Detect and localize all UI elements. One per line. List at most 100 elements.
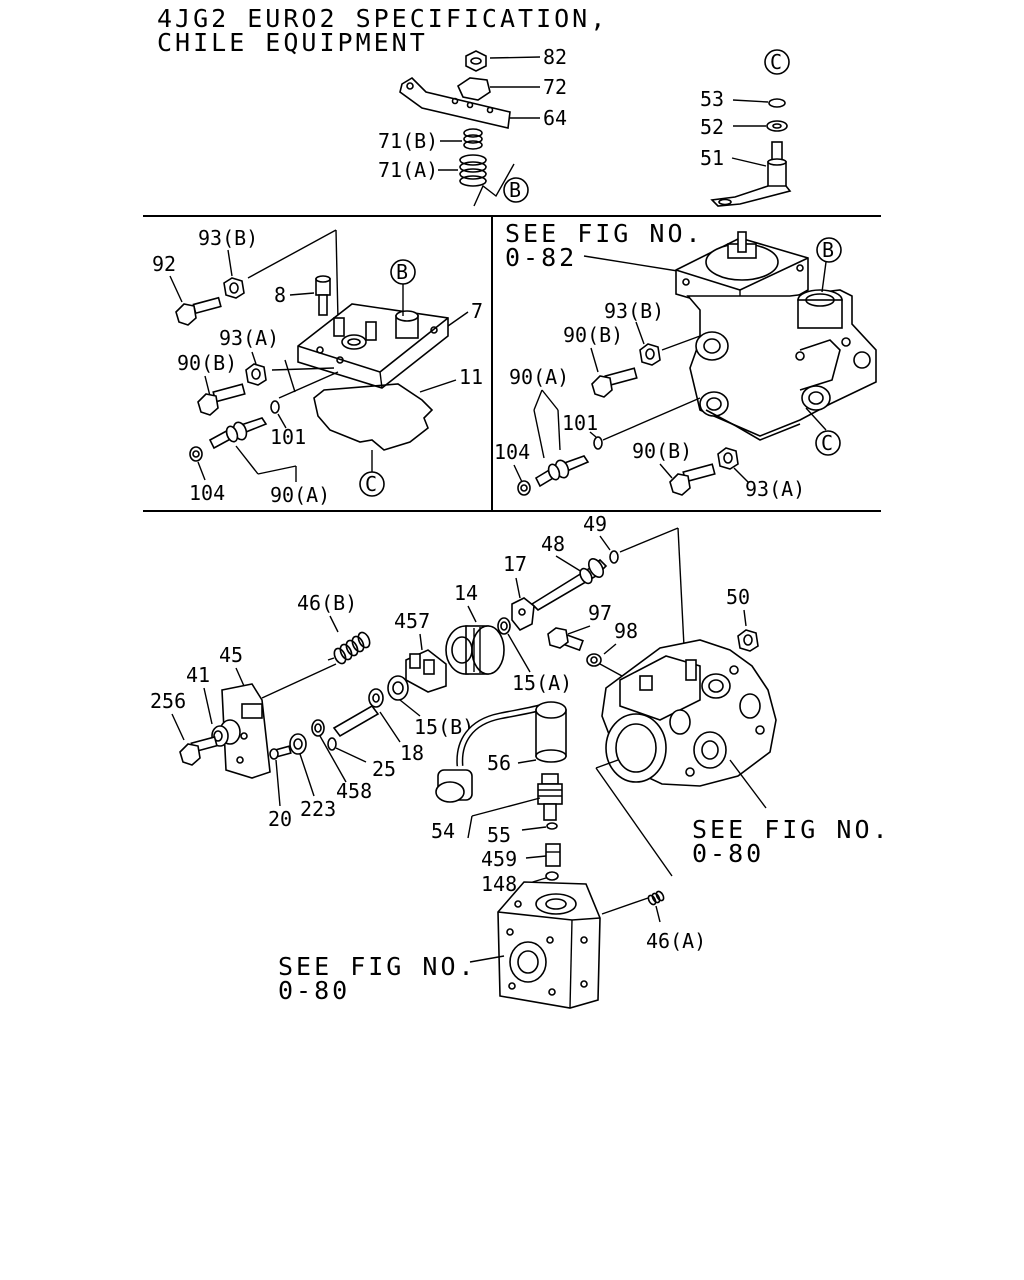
part-459-fitting — [545, 843, 561, 867]
part-256-bolt — [179, 736, 218, 766]
label-25: 25 — [372, 757, 396, 781]
diagram-title-line1: 4JG2 EURO2 SPECIFICATION, — [157, 4, 608, 33]
label-41: 41 — [186, 663, 210, 687]
label-459: 459 — [481, 847, 517, 871]
label-93b-left: 93(B) — [198, 226, 258, 250]
part-45-plate — [221, 683, 271, 779]
label-56: 56 — [487, 751, 511, 775]
part-90b-bolt-right-bottom — [669, 463, 716, 496]
callout-c-top — [764, 49, 790, 75]
part-71b-spring — [463, 128, 483, 150]
label-104-left: 104 — [189, 481, 225, 505]
svg-text:C: C — [821, 431, 833, 455]
part-104-nut-right — [517, 480, 531, 496]
svg-text:C: C — [365, 472, 377, 496]
label-71b: 71(B) — [378, 129, 438, 153]
label-148: 148 — [481, 872, 517, 896]
label-101-left: 101 — [270, 425, 306, 449]
middle-right-housing-assembly: SEE FIG NO. 0-82 — [494, 219, 877, 501]
part-55-oring — [546, 822, 558, 830]
label-45: 45 — [219, 643, 243, 667]
part-90a-stud-right — [534, 455, 590, 488]
part-46a-spring — [647, 890, 665, 906]
part-11-gasket — [313, 383, 434, 451]
label-93a-right: 93(A) — [745, 477, 805, 501]
part-101-oring-right — [593, 436, 603, 450]
ref-see-fig-0-82-line2: 0-82 — [505, 243, 577, 272]
svg-text:C: C — [770, 50, 782, 74]
part-48-shaft — [530, 558, 608, 612]
label-90b-bot-right: 90(B) — [632, 439, 692, 463]
label-93a-left: 93(A) — [219, 326, 279, 350]
distributor-head-block — [497, 881, 601, 1009]
label-90a-left: 90(A) — [270, 483, 330, 507]
middle-left-cover-assembly: 93(B) 92 8 — [152, 226, 483, 507]
label-256: 256 — [150, 689, 186, 713]
part-54-valve — [537, 773, 563, 821]
part-458-washer — [311, 719, 325, 737]
injection-pump-body — [601, 639, 777, 787]
label-52: 52 — [700, 115, 724, 139]
part-90b-bolt-right-top — [591, 367, 638, 398]
ref-see-fig-0-80-right-line2: 0-80 — [692, 839, 764, 868]
label-97: 97 — [588, 601, 612, 625]
top-left-lever-assembly: 82 72 64 71(B) 71(A) B — [378, 45, 567, 207]
label-7: 7 — [471, 299, 483, 323]
label-50: 50 — [726, 585, 750, 609]
label-92: 92 — [152, 252, 176, 276]
ref-see-fig-0-80-left-line2: 0-80 — [278, 976, 350, 1005]
part-90a-stud — [208, 417, 268, 450]
label-46a: 46(A) — [646, 929, 706, 953]
part-50-nut — [737, 629, 759, 652]
label-20: 20 — [268, 807, 292, 831]
part-93b-nut-right — [639, 343, 661, 366]
label-72: 72 — [543, 75, 567, 99]
part-92-bolt — [175, 296, 222, 326]
label-11: 11 — [459, 365, 483, 389]
label-98: 98 — [614, 619, 638, 643]
label-53: 53 — [700, 87, 724, 111]
label-15a: 15(A) — [512, 671, 572, 695]
label-104-right: 104 — [494, 440, 530, 464]
label-90a-right: 90(A) — [509, 365, 569, 389]
label-458: 458 — [336, 779, 372, 803]
label-90b-top-right: 90(B) — [563, 323, 623, 347]
label-49: 49 — [583, 512, 607, 536]
callout-c-left — [359, 471, 385, 497]
part-148-oring — [545, 871, 559, 881]
part-98-washer — [586, 653, 602, 667]
part-93a-nut — [245, 363, 267, 386]
part-18-shaft — [332, 688, 384, 738]
part-82-nut — [465, 50, 487, 72]
part-49-oring — [609, 550, 619, 564]
part-101-oring — [270, 400, 280, 414]
label-457: 457 — [394, 609, 430, 633]
part-25-oring — [327, 737, 337, 751]
governor-housing — [675, 231, 877, 441]
part-97-bolt — [547, 627, 584, 652]
ref-see-fig-0-82-line1: SEE FIG NO. — [505, 219, 704, 248]
bottom-pump-assembly: 49 48 17 14 15(A) 46(B) — [150, 512, 888, 1009]
part-7-cover — [297, 303, 449, 389]
label-54: 54 — [431, 819, 455, 843]
label-46b: 46(B) — [297, 591, 357, 615]
callout-c-right — [815, 430, 841, 456]
svg-text:B: B — [509, 178, 521, 202]
label-55: 55 — [487, 823, 511, 847]
part-223-washer — [289, 733, 307, 755]
part-46b-spring — [327, 631, 371, 665]
part-457-holder — [405, 649, 447, 693]
part-15a-washer — [497, 617, 511, 635]
ref-see-fig-0-80-left-line1: SEE FIG NO. — [278, 952, 477, 981]
top-right-shaft-assembly: C 53 52 51 — [700, 49, 792, 207]
label-14: 14 — [454, 581, 478, 605]
label-48: 48 — [541, 532, 565, 556]
label-64: 64 — [543, 106, 567, 130]
label-17: 17 — [503, 552, 527, 576]
part-104-nut — [189, 446, 203, 462]
label-90b-left: 90(B) — [177, 351, 237, 375]
part-53-oring — [768, 98, 786, 108]
part-20-screw — [269, 745, 292, 760]
label-51: 51 — [700, 146, 724, 170]
